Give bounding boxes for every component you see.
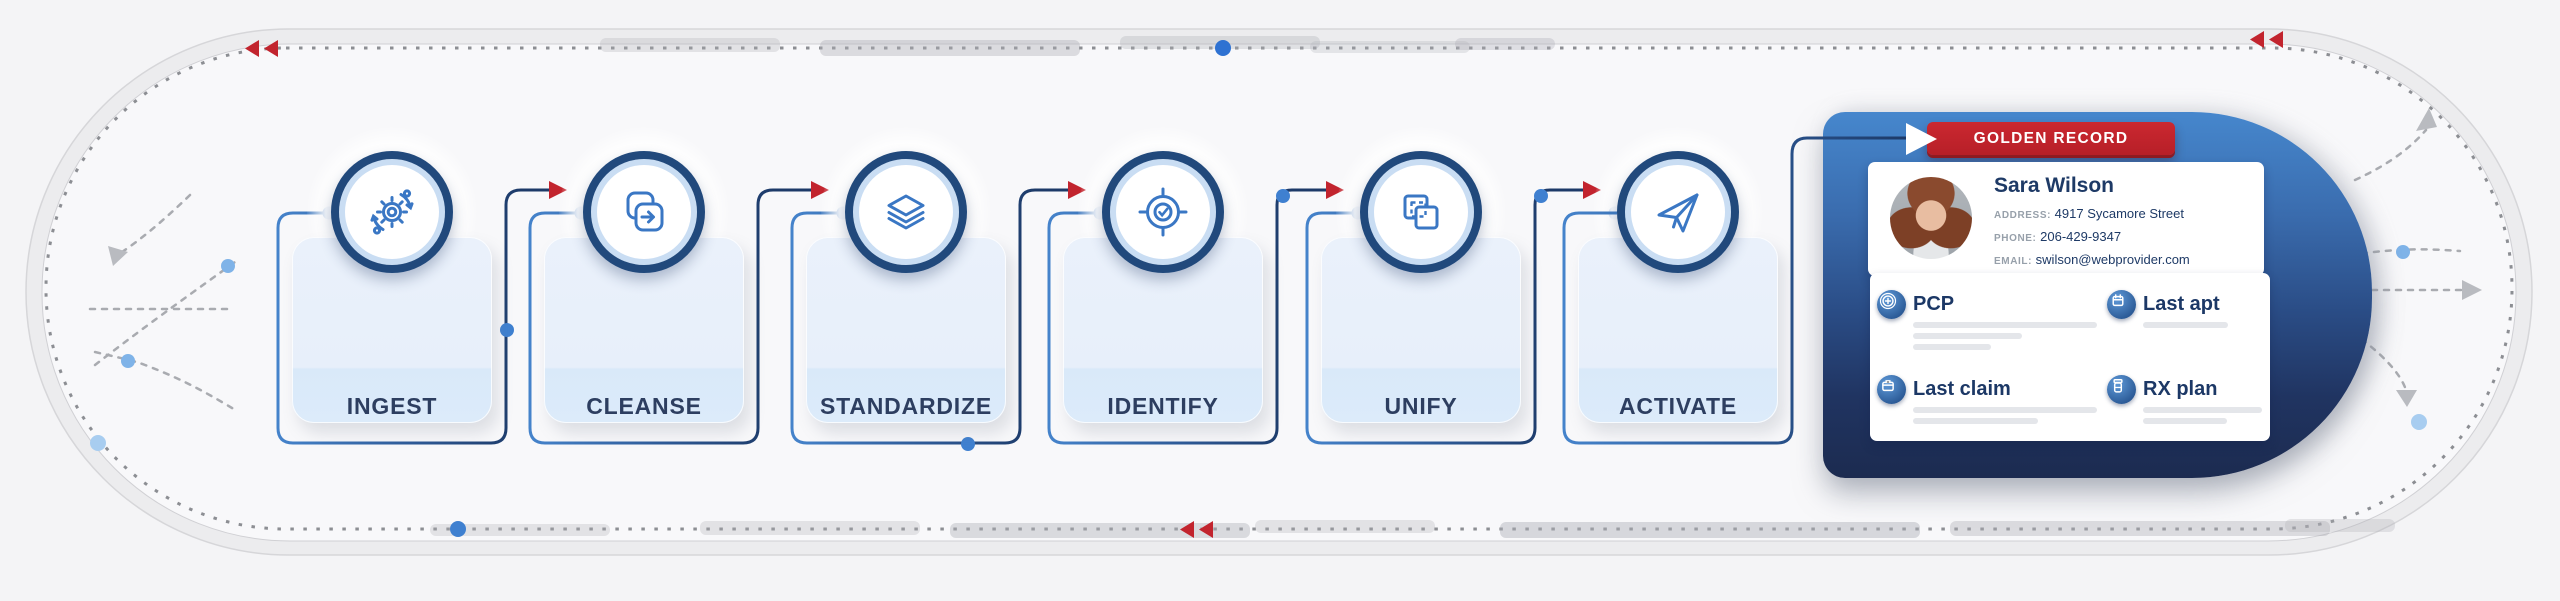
stage-circle [1360,151,1482,273]
field-label: Last claim [1913,375,2011,404]
stage-ingest: INGEST [292,151,492,443]
field-label: RX plan [2143,375,2217,404]
stage-standardize: STANDARDIZE [806,151,1006,443]
placeholder-bar [1913,418,2038,424]
placeholder-bar [1913,344,1991,350]
pill-bottle-icon [2107,375,2129,397]
address-label: ADDRESS: [1994,210,2051,221]
email-label: EMAIL: [1994,256,2032,267]
profile-name: Sara Wilson [1994,174,2114,198]
stage-label: ACTIVATE [1578,393,1778,420]
stage-circle [845,151,967,273]
stage-circle [1102,151,1224,273]
stage-cleanse: CLEANSE [544,151,744,443]
stage-label: INGEST [292,393,492,420]
gear-sync-icon [364,184,420,240]
field-icon-badge [1877,290,1906,319]
stage-label: IDENTIFY [1063,393,1263,420]
field-icon-badge [2107,375,2136,404]
sync-squares-icon [616,184,672,240]
medical-cross-icon [1877,290,1899,312]
stage-label: STANDARDIZE [806,393,1006,420]
record-field-last-claim: Last claim [1877,375,2067,455]
address-value: 4917 Sycamore Street [2055,206,2184,221]
record-field-rx-plan: RX plan [2107,375,2297,455]
phone-label: PHONE: [1994,233,2037,244]
layers-icon [878,184,934,240]
record-field-last-apt: Last apt [2107,290,2297,370]
merge-squares-icon [1393,184,1449,240]
email-value: swilson@webprovider.com [2036,252,2190,267]
address-row: ADDRESS: 4917 Sycamore Street [1994,206,2184,221]
field-label: Last apt [2143,290,2220,319]
stage-circle [583,151,705,273]
placeholder-bar [1913,407,2097,413]
placeholder-bar [1913,322,2097,328]
placeholder-bar [1913,333,2022,339]
profile-photo [1890,177,1972,259]
contact-card: Sara Wilson ADDRESS: 4917 Sycamore Stree… [1868,162,2264,276]
record-field-pcp: PCP [1877,290,2067,370]
record-fields-card: PCP Last apt Last claim RX plan [1870,273,2270,441]
placeholder-bar [2143,407,2262,413]
folder-icon [1877,375,1899,397]
placeholder-bar [2143,418,2227,424]
placeholder-bar [2143,322,2228,328]
phone-row: PHONE: 206-429-9347 [1994,229,2121,244]
stage-activate: ACTIVATE [1578,151,1778,443]
stage-circle [331,151,453,273]
golden-record-banner-label: GOLDEN RECORD [1974,130,2129,148]
field-icon-badge [2107,290,2136,319]
stage-label: UNIFY [1321,393,1521,420]
calendar-icon [2107,290,2129,312]
stage-unify: UNIFY [1321,151,1521,443]
paper-plane-icon [1650,184,1706,240]
email-row: EMAIL: swilson@webprovider.com [1994,252,2190,267]
phone-value: 206-429-9347 [2040,229,2121,244]
stage-identify: IDENTIFY [1063,151,1263,443]
target-check-icon [1135,184,1191,240]
stage-label: CLEANSE [544,393,744,420]
stage-circle [1617,151,1739,273]
field-icon-badge [1877,375,1906,404]
golden-record-panel: GOLDEN RECORD Sara Wilson ADDRESS: 4917 … [1823,112,2372,478]
golden-record-banner: GOLDEN RECORD [1927,122,2175,155]
field-label: PCP [1913,290,1954,319]
